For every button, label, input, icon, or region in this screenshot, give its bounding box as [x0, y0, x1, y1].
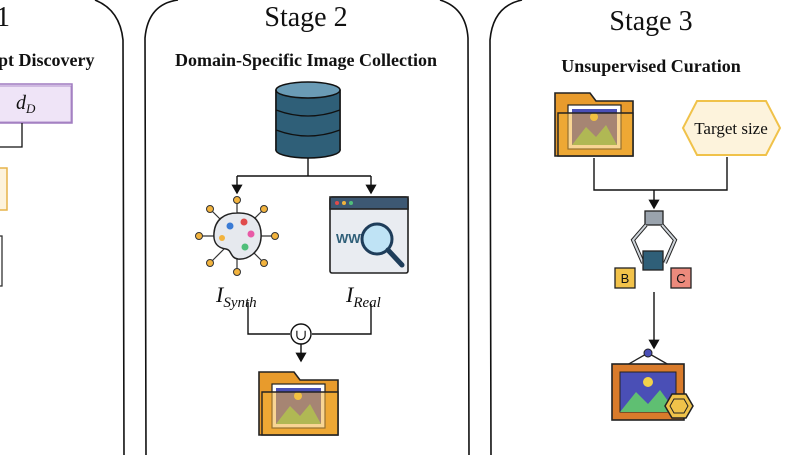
web-browser-icon: WWW — [329, 196, 409, 274]
stage3-panel-border — [489, 0, 523, 455]
stage2-subtitle: Domain-Specific Image Collection — [175, 50, 437, 70]
union-connector — [247, 302, 372, 335]
stage2-title: Stage 2 — [264, 2, 347, 33]
stage1-subtitle: pt Discovery — [0, 50, 94, 70]
database-icon — [275, 81, 341, 159]
stage3-title: Stage 3 — [609, 6, 692, 37]
target-size-hexagon: Target size — [681, 100, 782, 156]
synth-set-label: ISynth — [215, 282, 257, 311]
curated-image-frame-icon — [611, 348, 694, 421]
generative-model-icon — [195, 196, 279, 276]
stage1-yellow-box — [0, 167, 8, 211]
stage1-panel: 1 pt Discovery dD — [0, 0, 125, 455]
target-size-label: Target size — [694, 119, 768, 138]
union-symbol: ∪ — [295, 328, 308, 344]
union-operator: ∪ — [290, 323, 312, 345]
collected-images-folder-icon — [554, 92, 634, 157]
image-folder-icon — [258, 371, 339, 436]
cluster-b-box: B — [614, 267, 636, 289]
hexagon-badge-icon — [664, 393, 694, 419]
stage1-title: 1 — [0, 2, 10, 33]
cluster-c-label: C — [676, 271, 685, 286]
domain-descriptor-label: dD — [16, 92, 36, 116]
domain-descriptor-box: dD — [0, 83, 73, 124]
stage2-panel-border — [144, 0, 470, 455]
stage2-panel: Stage 2 Domain-Specific Image Collection — [144, 0, 470, 455]
claw-curator-icon — [630, 210, 678, 271]
stage3-panel: Stage 3 Unsupervised Curation Target siz… — [489, 0, 782, 455]
cluster-c-box: C — [670, 267, 692, 289]
stage1-connector — [0, 123, 23, 148]
stage3-merge-connector — [593, 157, 728, 191]
db-split-connector — [237, 158, 371, 177]
cluster-b-label: B — [621, 271, 630, 286]
stage1-panel-border — [94, 0, 125, 455]
stage3-subtitle: Unsupervised Curation — [561, 56, 741, 76]
real-set-label: IReal — [345, 282, 381, 311]
stage1-dark-box — [0, 235, 3, 287]
